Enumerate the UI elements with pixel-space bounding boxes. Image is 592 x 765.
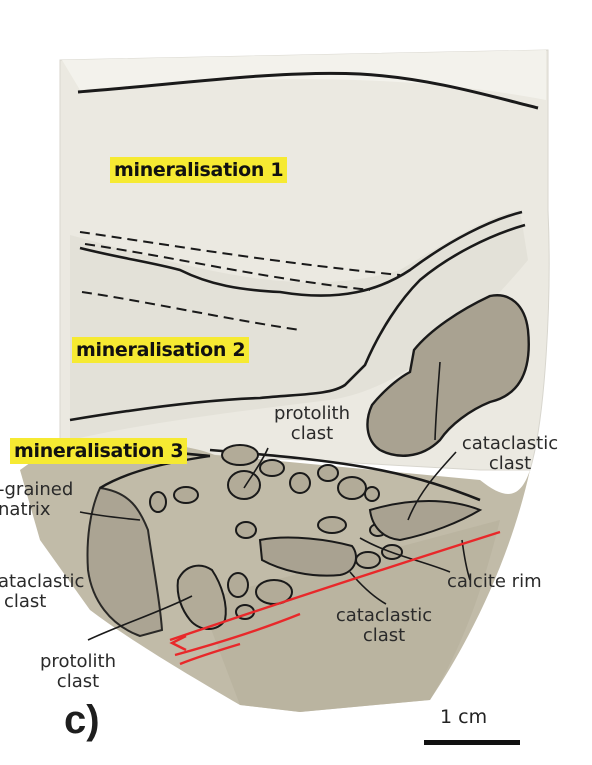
label-line: protolith — [40, 652, 116, 672]
label-line: clast — [40, 672, 116, 692]
protolith-clast-small — [228, 573, 248, 597]
label-cataclastic-clast-center: cataclastic clast — [336, 606, 432, 646]
label-line: cataclastic — [462, 434, 558, 454]
label-fine-grained-matrix: -grained natrix — [0, 480, 73, 520]
protolith-clast-small — [174, 487, 198, 503]
protolith-clast-small — [318, 465, 338, 481]
protolith-clast-small — [365, 487, 379, 501]
protolith-clast-small — [222, 445, 258, 465]
protolith-clast-small — [318, 517, 346, 533]
zone-label: mineralisation 1 — [110, 157, 287, 183]
label-line: -grained — [0, 480, 73, 500]
label-calcite-rim: calcite rim — [447, 572, 542, 592]
protolith-clast-small — [260, 460, 284, 476]
label-cataclastic-clast-right: cataclastic clast — [462, 434, 558, 474]
protolith-clast-small — [290, 473, 310, 493]
label-line: clast — [462, 454, 558, 474]
label-line: natrix — [0, 500, 73, 520]
scale-bar — [424, 740, 520, 745]
label-line: cataclastic — [336, 606, 432, 626]
protolith-clast-small — [228, 471, 260, 499]
zone-label: mineralisation 3 — [10, 438, 187, 464]
label-line: clast — [0, 592, 84, 612]
protolith-clast-small — [150, 492, 166, 512]
label-line: protolith — [274, 404, 350, 424]
panel-label: c) — [64, 698, 100, 743]
label-line: clast — [274, 424, 350, 444]
label-protolith-clast-top: protolith clast — [274, 404, 350, 444]
protolith-clast-small — [236, 522, 256, 538]
label-protolith-clast-bottom: protolith clast — [40, 652, 116, 692]
label-line: clast — [336, 626, 432, 646]
label-line: ataclastic — [0, 572, 84, 592]
label-cataclastic-clast-left: ataclastic clast — [0, 572, 84, 612]
protolith-clast-small — [356, 552, 380, 568]
protolith-clast-small — [338, 477, 366, 499]
zone-label: mineralisation 2 — [72, 337, 249, 363]
scale-bar-label: 1 cm — [440, 706, 487, 728]
